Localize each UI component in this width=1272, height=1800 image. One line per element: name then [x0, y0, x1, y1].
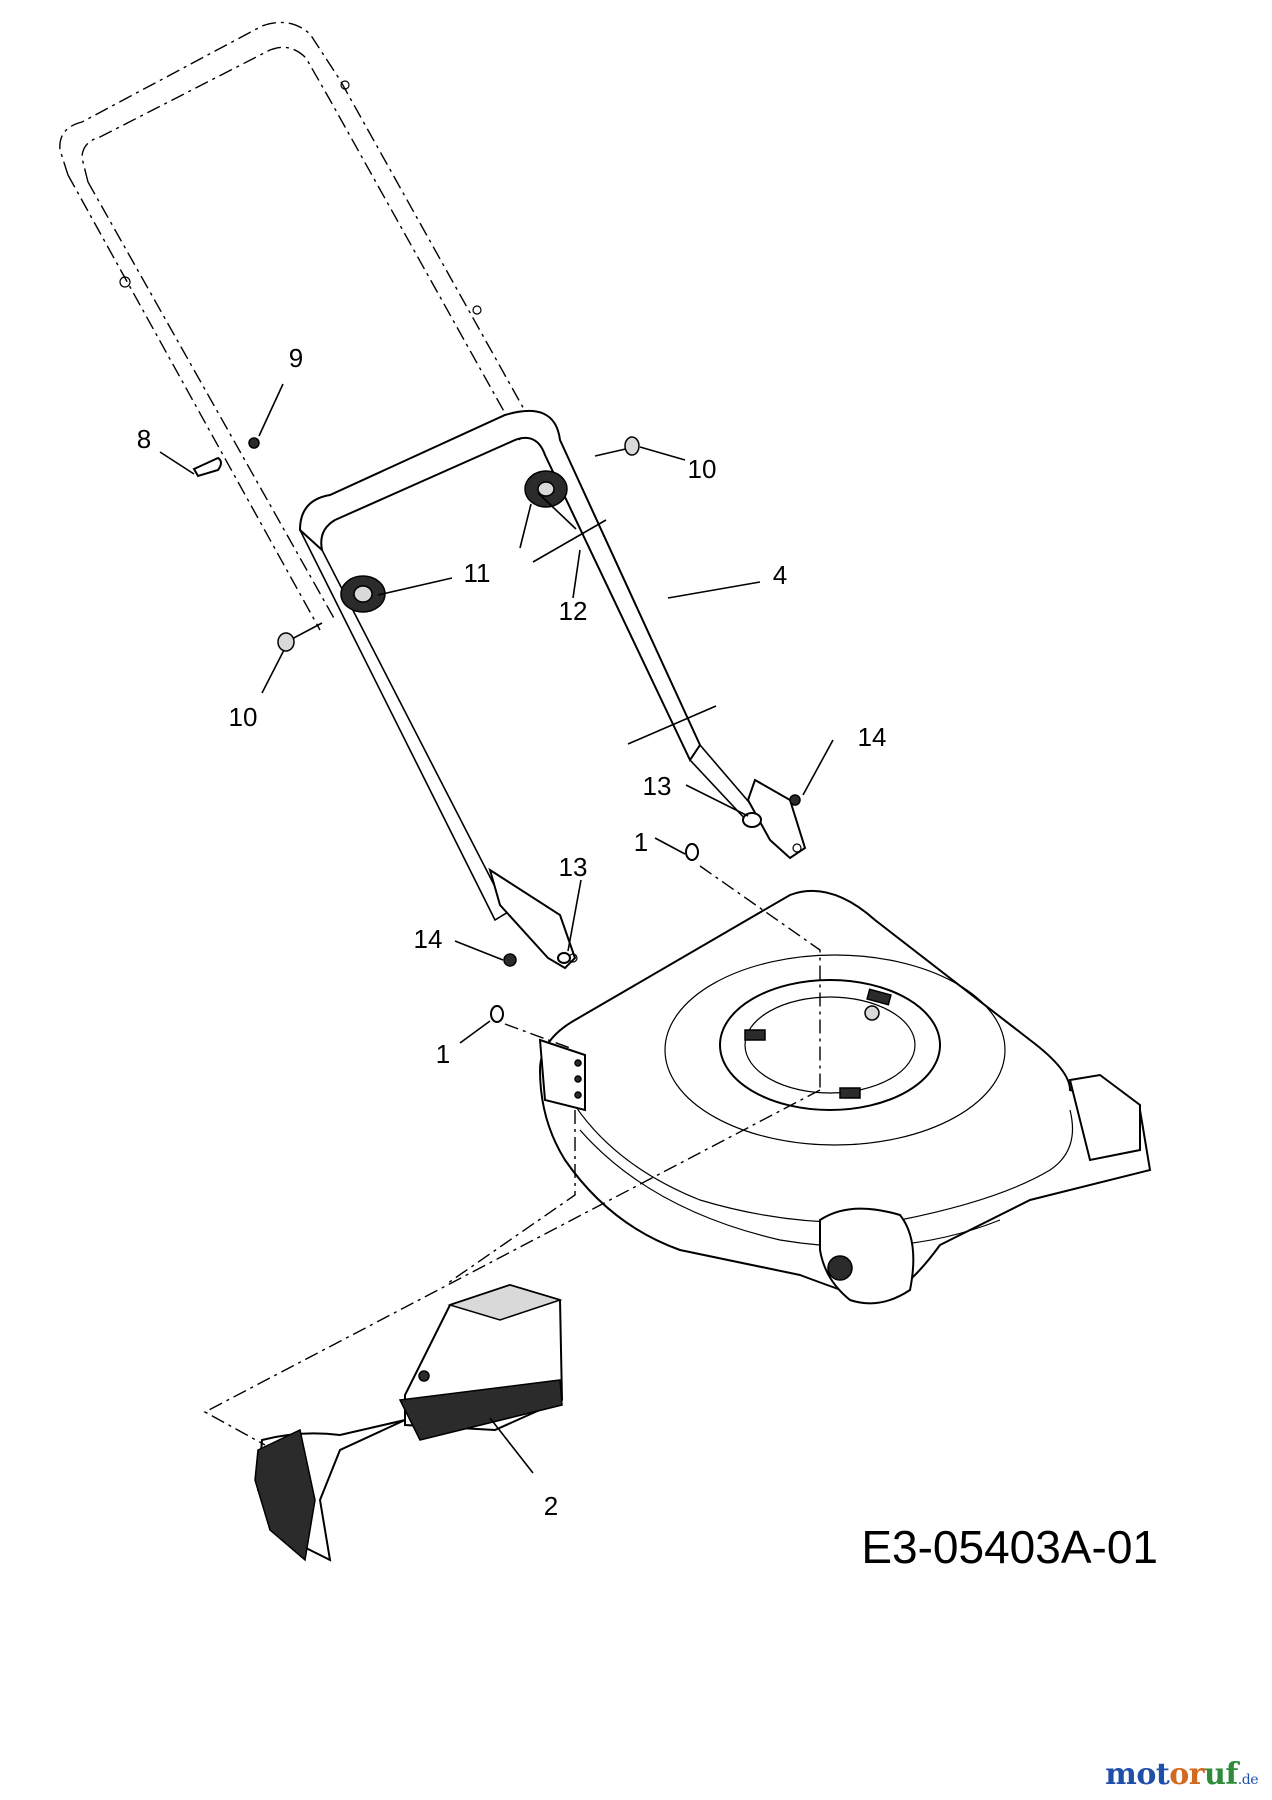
callout-10-right: 10 [688, 454, 717, 484]
callout-13-right: 13 [643, 771, 672, 801]
upper-handle-phantom [59, 21, 546, 631]
callout-12: 12 [559, 596, 588, 626]
cable-tie-lower [627, 705, 717, 745]
callout-13-left: 13 [559, 852, 588, 882]
knob-left [340, 575, 386, 613]
screw-1-upper [685, 843, 699, 861]
callout-2: 2 [544, 1491, 558, 1521]
alignment-lines [203, 865, 821, 1446]
rear-flap [254, 1283, 564, 1562]
watermark-tld: .de [1237, 1772, 1259, 1788]
callout-14-left: 14 [414, 924, 443, 954]
bolt-left [277, 622, 323, 652]
callout-4: 4 [773, 560, 787, 590]
callout-labels: 9 8 10 11 12 4 10 14 13 1 13 14 1 2 E3-0… [137, 343, 1158, 1573]
drawing-code: E3-05403A-01 [861, 1521, 1158, 1573]
nut-9 [248, 437, 260, 449]
callout-1-lower: 1 [436, 1039, 450, 1069]
leader-lines [159, 383, 834, 1474]
callout-10-left: 10 [229, 702, 258, 732]
watermark-logo: motoruf.de [1105, 1757, 1258, 1792]
knob-right [524, 470, 568, 508]
callout-1-upper: 1 [634, 827, 648, 857]
cable-tie-upper [532, 519, 607, 563]
nut-14-right [789, 794, 801, 806]
screw-13-left [557, 952, 571, 964]
callout-9: 9 [289, 343, 303, 373]
callout-11: 11 [464, 558, 491, 588]
callout-14-right: 14 [858, 722, 887, 752]
bolt-right [594, 436, 640, 457]
callout-8: 8 [137, 424, 151, 454]
pin-8 [192, 456, 222, 478]
mower-deck [538, 889, 1152, 1305]
lower-handle [298, 409, 807, 970]
nut-14-left [503, 953, 517, 967]
screw-1-lower [490, 1005, 504, 1023]
